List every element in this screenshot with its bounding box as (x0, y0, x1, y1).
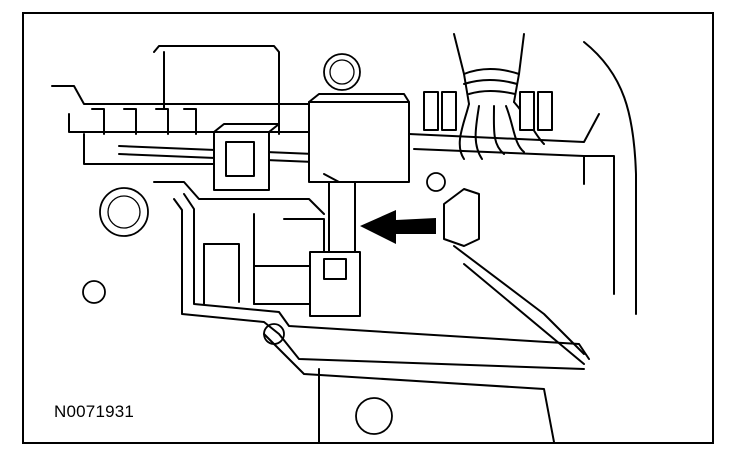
connector-body (308, 93, 410, 183)
bracket-clip (213, 123, 280, 191)
upper-housing (51, 45, 325, 165)
shift-actuator (253, 173, 361, 317)
right-housing (426, 41, 637, 365)
direction-arrow (360, 210, 436, 244)
lower-housing (82, 181, 590, 442)
transmission-line-drawing (51, 33, 637, 442)
upper-boss (323, 53, 361, 91)
illustration-frame: N0071931 (22, 12, 714, 444)
figure-id-label: N0071931 (54, 402, 135, 421)
wiring-harness (408, 33, 600, 185)
